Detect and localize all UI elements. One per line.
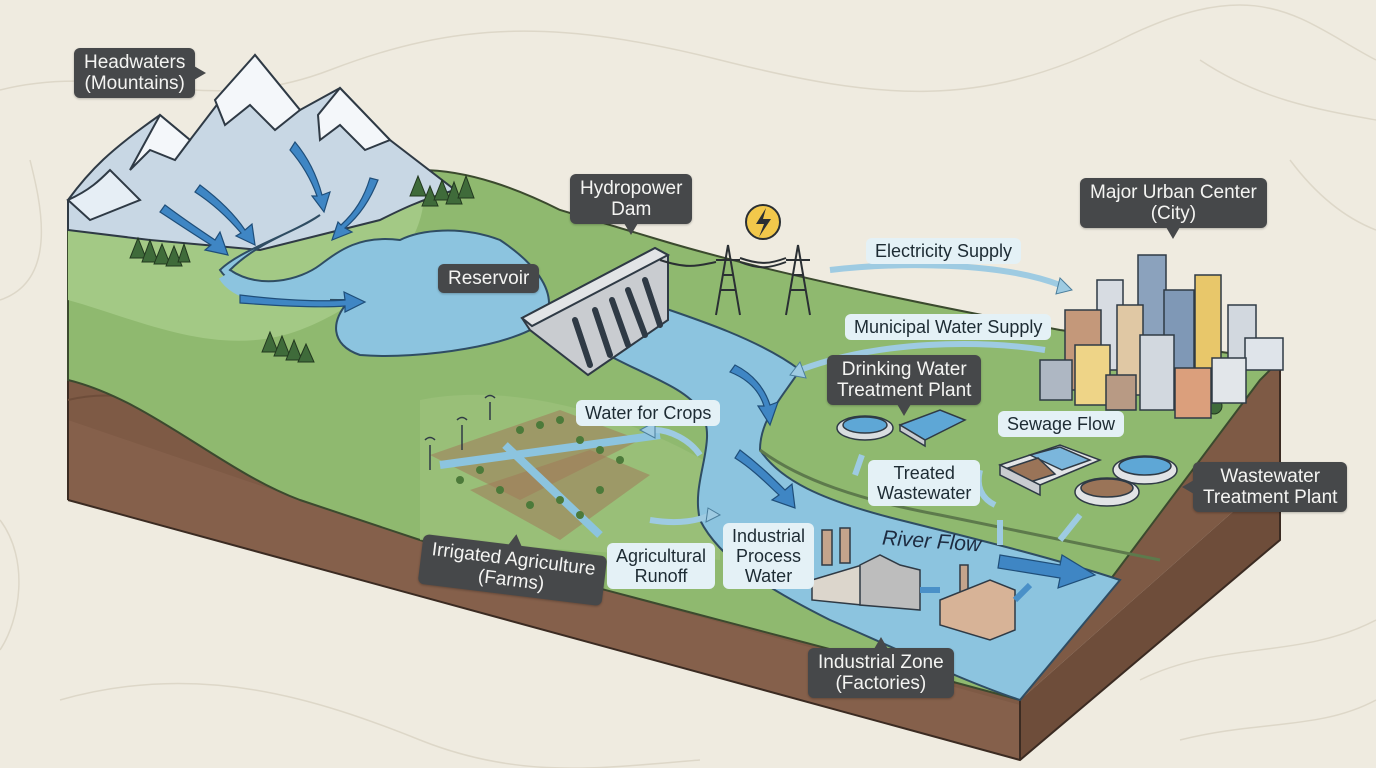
flow-label-sewage: Sewage Flow [998,411,1125,437]
flow-process-text: Industrial Process Water [732,526,806,586]
flow-label-electricity: Electricity Supply [866,238,1022,264]
label-wastewater-plant-text: Wastewater Treatment Plant [1203,466,1338,508]
farm-fields [424,394,661,540]
label-headwaters: Headwaters (Mountains) [74,48,207,98]
label-reservoir: Reservoir [438,264,540,293]
streams-and-reservoir [218,214,550,357]
arrowheads [638,277,1073,523]
label-drinking-water-plant: Drinking Water Treatment Plant [827,355,982,416]
label-hydropower-dam: Hydropower Dam [570,174,693,235]
flow-runoff-text: Agricultural Runoff [616,546,707,586]
mountains [66,53,458,252]
label-dam-text: Hydropower Dam [580,178,683,220]
flow-label-process: Industrial Process Water [723,523,815,589]
flow-crops-text: Water for Crops [585,403,712,423]
label-industrial-zone: Industrial Zone (Factories) [808,637,954,698]
city-buildings [1039,254,1284,419]
flow-sewage-text: Sewage Flow [1007,414,1116,434]
drinking-water-plant [836,409,967,448]
flow-label-runoff: Agricultural Runoff [607,543,716,589]
label-city: Major Urban Center (City) [1080,178,1267,239]
flow-label-treated: Treated Wastewater [868,460,981,506]
label-wastewater-plant: Wastewater Treatment Plant [1181,462,1348,512]
flow-label-municipal: Municipal Water Supply [845,314,1052,340]
flow-electricity-text: Electricity Supply [875,241,1013,261]
label-drinking-plant-text: Drinking Water Treatment Plant [837,359,972,401]
label-headwaters-text: Headwaters (Mountains) [84,52,186,94]
flow-arrows [159,140,1097,589]
label-industrial-text: Industrial Zone (Factories) [818,652,944,694]
background-contours [0,4,1376,768]
wastewater-plant [998,444,1178,507]
flow-label-crops: Water for Crops [576,400,721,426]
label-city-text: Major Urban Center (City) [1090,182,1257,224]
flow-municipal-text: Municipal Water Supply [854,317,1043,337]
power-icon [745,204,781,240]
dam [520,246,671,377]
power-towers [659,244,811,316]
factories [811,527,1033,641]
flow-treated-text: Treated Wastewater [877,463,972,503]
label-reservoir-text: Reservoir [448,268,530,289]
trees [129,174,1223,415]
